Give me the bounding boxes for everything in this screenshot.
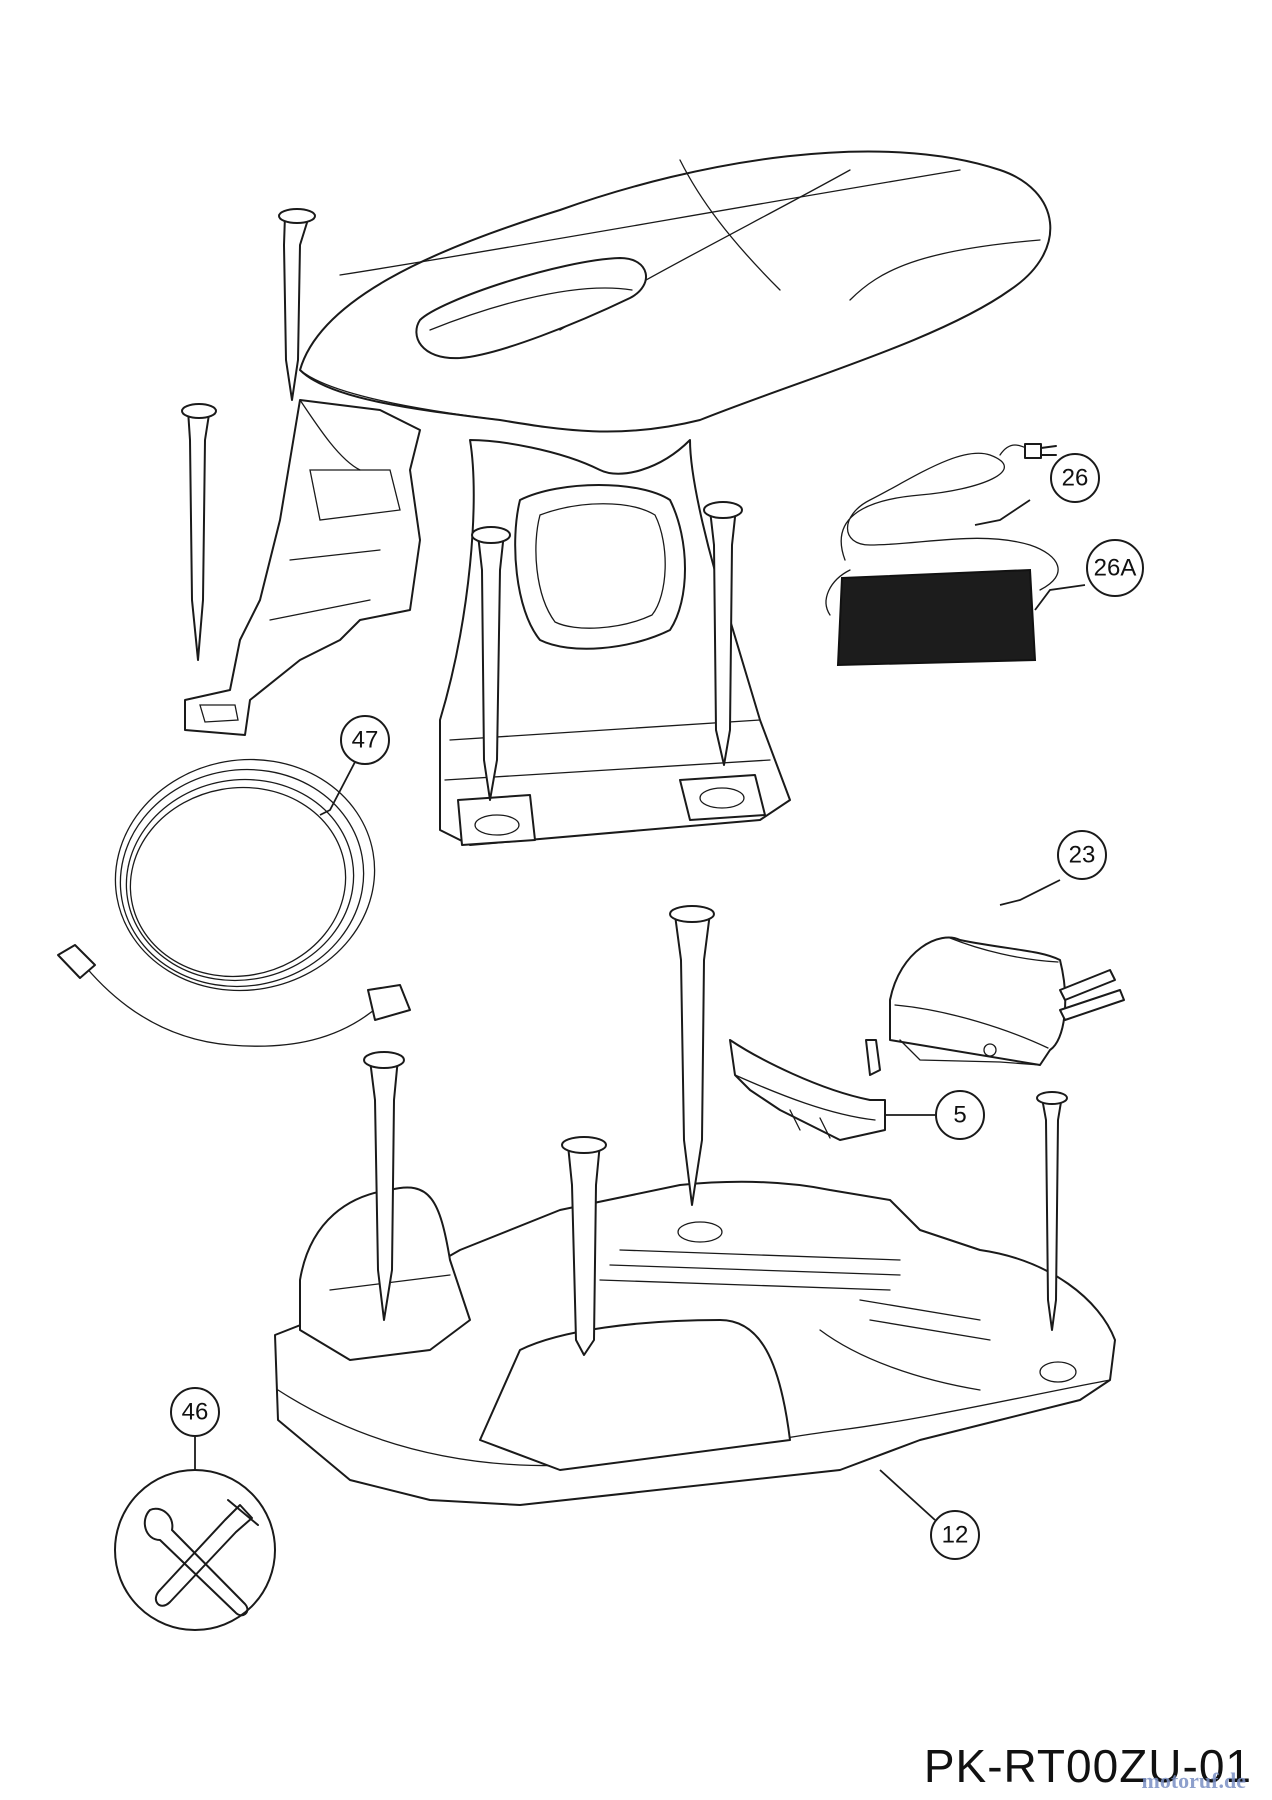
svg-text:12: 12 [942,1522,969,1549]
boundary-wire-coil [57,758,411,1047]
station-roof-cover [299,150,1052,433]
svg-text:5: 5 [953,1102,966,1129]
svg-text:47: 47 [352,727,379,754]
callout-47: 47 [340,715,390,765]
svg-text:26: 26 [1062,465,1089,492]
base-plate [274,1180,1116,1506]
ground-pegs-lower [363,905,1068,1356]
callout-26: 26 [1050,453,1100,503]
callout-12: 12 [930,1510,980,1560]
drawing-code: PK-RT00ZU-01 [923,1740,1252,1792]
contact-bracket [729,1039,886,1141]
roof-window [415,257,647,360]
callout-46: 46 [170,1387,220,1437]
svg-text:46: 46 [182,1399,209,1426]
display-frame [514,484,686,650]
svg-text:26A: 26A [1094,555,1137,582]
wrench-hammer-icon [143,1499,259,1617]
wire-connector-right [367,984,411,1021]
station-side-panel [184,399,421,736]
svg-text:23: 23 [1069,842,1096,869]
watermark-logo: motoruf.de [1141,1768,1246,1793]
station-front-housing [439,439,791,846]
charging-contact-unit [889,936,1125,1066]
callout-26a: 26A [1086,539,1144,597]
tools-kit [114,1469,276,1631]
ground-pegs-upper [181,208,743,801]
callout-23: 23 [1057,830,1107,880]
leader-lines [194,499,1086,1521]
power-supply [825,443,1059,667]
power-adapter-body [836,568,1037,667]
callout-5: 5 [935,1090,985,1140]
wire-connector-left [57,944,96,979]
